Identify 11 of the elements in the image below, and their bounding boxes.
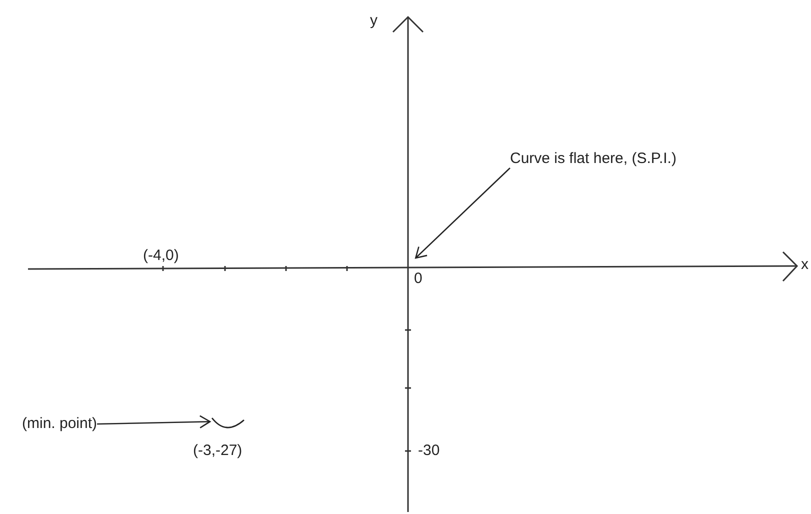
min-curve-drawing — [210, 416, 246, 430]
point-label: (-3,-27) — [193, 442, 242, 460]
origin-label: 0 — [414, 258, 422, 288]
annotation-text: Curve is flat here, (S.P.I.) — [510, 150, 676, 168]
arrow — [415, 168, 510, 259]
arrow — [97, 415, 211, 428]
point-label: (-4,0) — [143, 247, 179, 265]
annotation-text: (min. point) — [22, 415, 98, 433]
axis-label: y — [370, 12, 378, 30]
tick-label: -30 — [418, 442, 440, 460]
axis-label: x — [801, 256, 808, 274]
